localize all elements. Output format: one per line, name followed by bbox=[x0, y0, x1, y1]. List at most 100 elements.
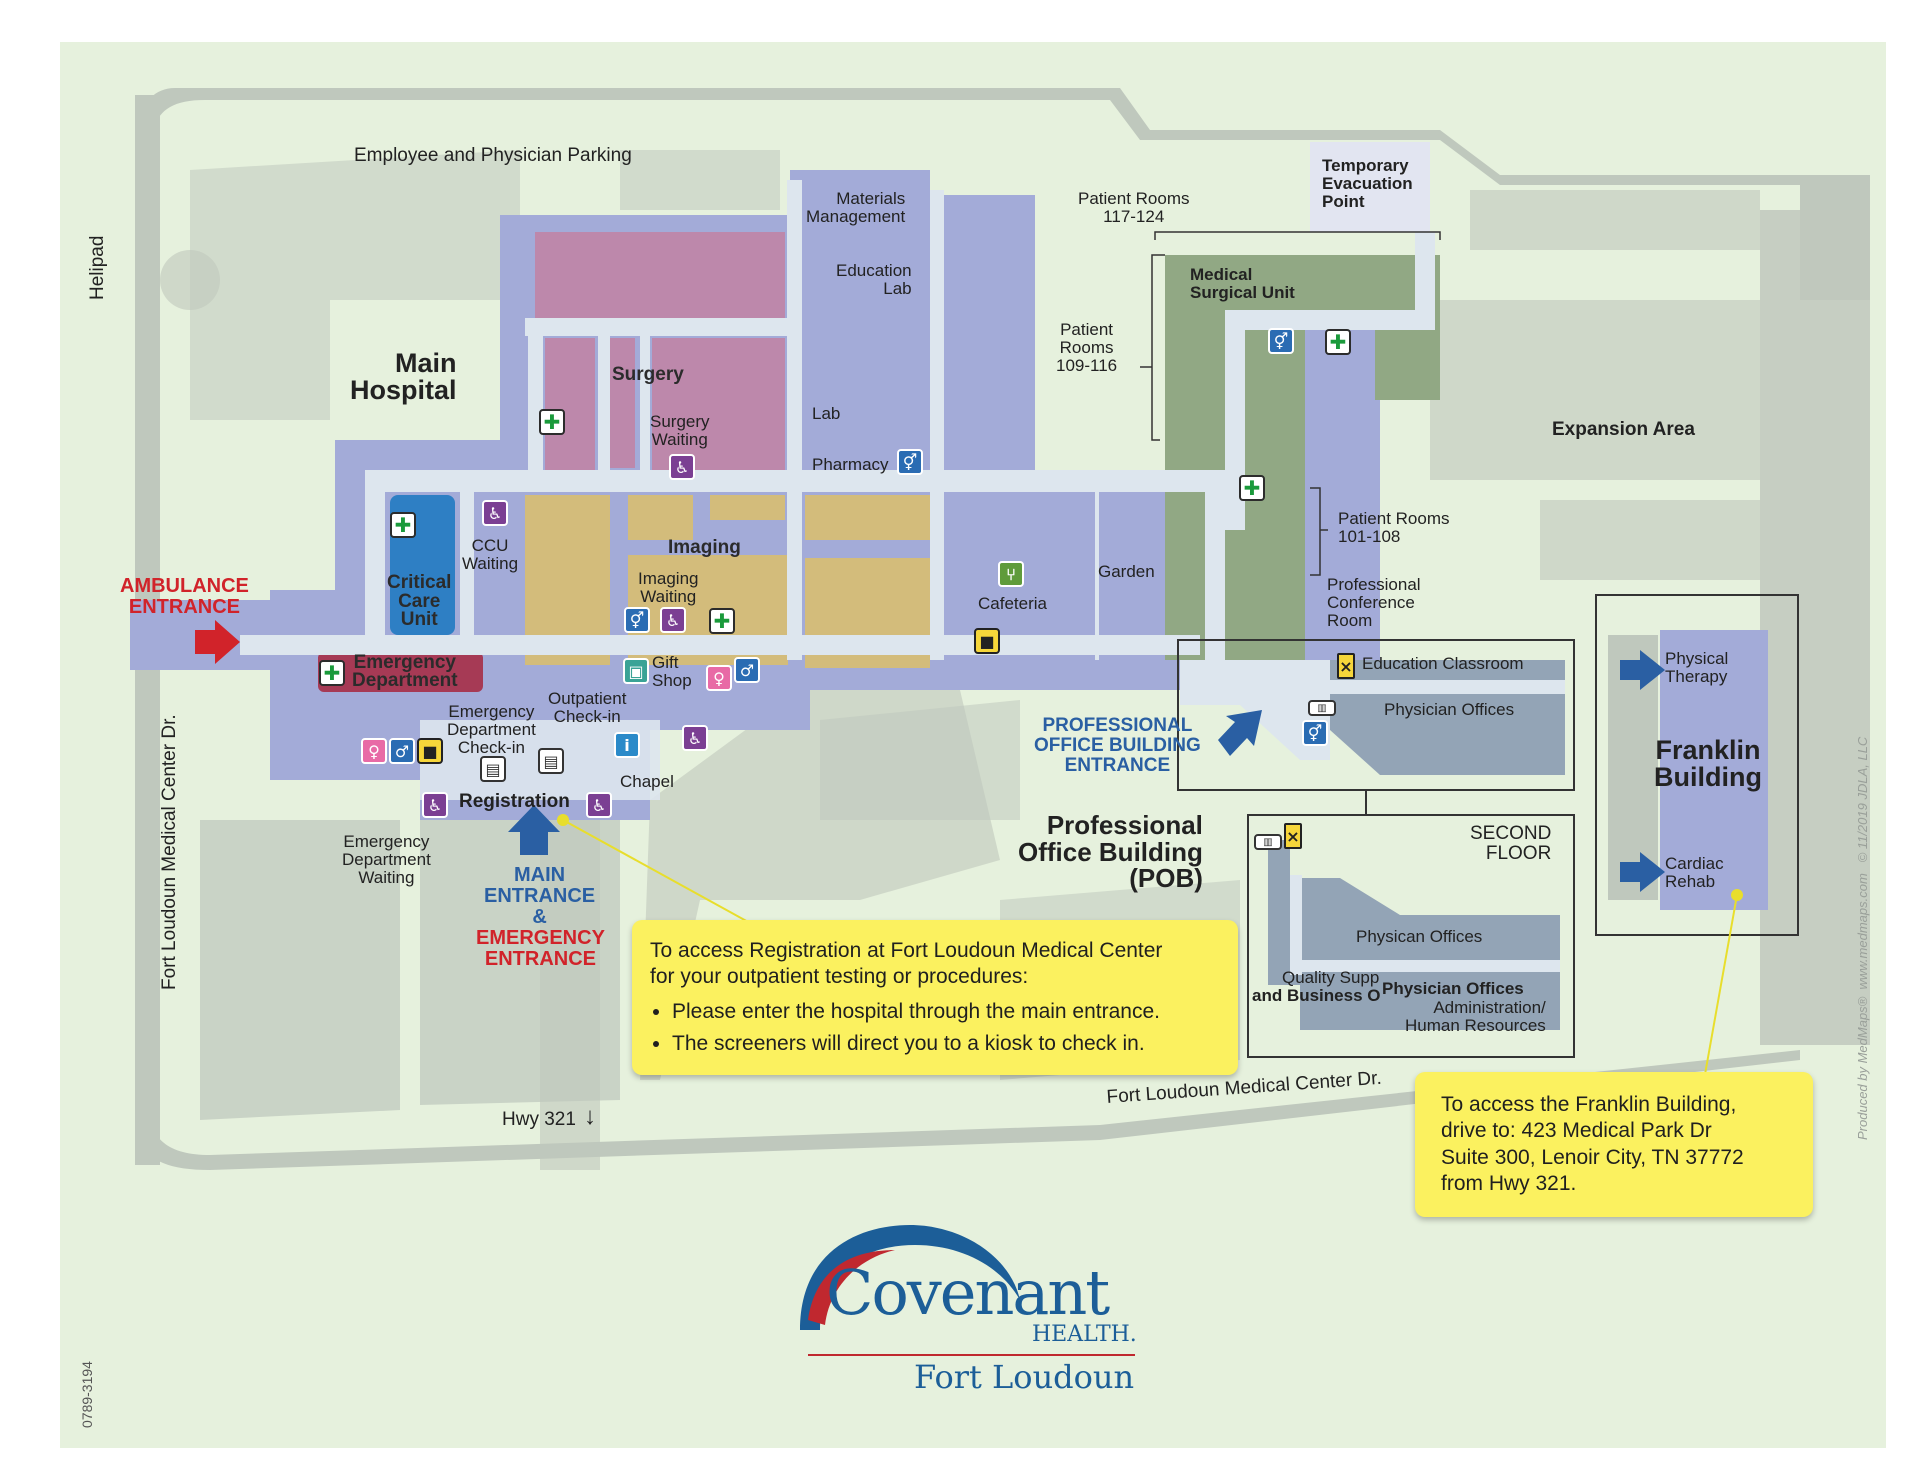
first-aid-icon: ✚ bbox=[390, 512, 416, 538]
kiosk-icon: ▤ bbox=[480, 756, 506, 782]
cafeteria-icon: ⑂ bbox=[998, 561, 1024, 587]
gift-shop-icon: ▣ bbox=[623, 658, 649, 684]
trash-icon: ■ bbox=[417, 738, 443, 764]
pob-title-label: Professional Office Building (POB) bbox=[1018, 810, 1203, 894]
logo-covenant: Covenant bbox=[826, 1256, 1110, 1329]
ambulance-entrance-label: AMBULANCE ENTRANCE bbox=[120, 575, 249, 618]
first-aid-icon: ✚ bbox=[709, 608, 735, 634]
waiting-room-icon: ♿ bbox=[422, 792, 448, 818]
physical-therapy-arrow-icon bbox=[1620, 650, 1665, 690]
quality-support-label: Quality Supp bbox=[1282, 968, 1380, 987]
registration-callout-text: To access Registration at Fort Loudoun M… bbox=[650, 939, 1163, 989]
hwy-arrow-icon: ↓ bbox=[584, 1103, 596, 1130]
waiting-room-icon: ♿ bbox=[669, 454, 695, 480]
first-aid-icon: ✚ bbox=[319, 660, 345, 686]
patient-rooms-109-label: Patient Rooms 109-116 bbox=[1056, 320, 1118, 375]
surgery-label: Surgery bbox=[612, 364, 684, 385]
restroom-icon: ⚥ bbox=[1268, 328, 1294, 354]
imaging-label: Imaging bbox=[668, 537, 741, 558]
registration-label: Registration bbox=[459, 791, 570, 812]
restroom-icon: ⚥ bbox=[897, 449, 923, 475]
stairs-icon: ▥ bbox=[1308, 700, 1336, 716]
bullet-item: The screeners will direct you to a kiosk… bbox=[672, 1031, 1220, 1057]
side-credit: Produced by MedMaps® www.medmaps.com © 1… bbox=[1855, 736, 1870, 1140]
first-aid-icon: ✚ bbox=[1239, 475, 1265, 501]
pob-entrance-arrow-icon bbox=[1218, 710, 1262, 756]
ed-checkin-label: Emergency Department Check-in bbox=[447, 702, 536, 757]
temporary-evacuation-point bbox=[1310, 142, 1430, 232]
waiting-room-icon: ♿ bbox=[586, 792, 612, 818]
materials-management-label: Materials Management bbox=[806, 189, 906, 226]
franklin-callout-text: To access the Franklin Building, drive t… bbox=[1441, 1093, 1744, 1195]
trash-icon: ■ bbox=[974, 628, 1000, 654]
first-aid-icon: ✚ bbox=[1325, 329, 1351, 355]
womens-restroom-icon: ♀ bbox=[361, 738, 387, 764]
logo-swoosh-icon bbox=[800, 1225, 1135, 1356]
restroom-icon: ⚥ bbox=[624, 607, 650, 633]
education-lab-label: Education Lab bbox=[836, 261, 912, 298]
surgery-waiting-label: Surgery Waiting bbox=[650, 412, 710, 449]
cardiac-rehab-label: Cardiac Rehab bbox=[1665, 854, 1724, 891]
mens-restroom-icon: ♂ bbox=[389, 738, 415, 764]
logo-location: Fort Loudoun bbox=[914, 1358, 1135, 1396]
elevator-icon: ⨯ bbox=[1337, 653, 1355, 679]
road-label-vertical: Fort Loudoun Medical Center Dr. bbox=[159, 714, 180, 990]
pob-entrance-label: PROFESSIONAL OFFICE BUILDING ENTRANCE bbox=[1034, 715, 1201, 776]
pob-second-floor bbox=[1247, 790, 1575, 1058]
physician-offices-bold-label: Physician Offices bbox=[1382, 979, 1524, 998]
franklin-callout: To access the Franklin Building, drive t… bbox=[1415, 1072, 1813, 1217]
emergency-area bbox=[318, 652, 483, 692]
temporary-evacuation-label: Temporary Evacuation Point bbox=[1322, 156, 1413, 211]
cafeteria-label: Cafeteria bbox=[978, 594, 1047, 613]
pob-first-floor bbox=[1177, 639, 1575, 791]
bracket-lines bbox=[1140, 231, 1441, 576]
helipad-area bbox=[160, 250, 220, 310]
education-classroom-label: Education Classroom bbox=[1362, 654, 1524, 673]
first-aid-icon: ✚ bbox=[539, 409, 565, 435]
patient-rooms-117-label: Patient Rooms 117-124 bbox=[1078, 189, 1190, 226]
admin-hr-label: Administration/ Human Resources bbox=[1405, 998, 1546, 1035]
main-hospital-label: Main Hospital bbox=[350, 348, 457, 405]
parking-label: Employee and Physician Parking bbox=[354, 145, 632, 166]
main-entrance-arrow-icon bbox=[508, 805, 560, 855]
ambulance-arrow-icon bbox=[195, 620, 240, 664]
information-icon: i bbox=[614, 732, 640, 758]
stairs-icon: ▥ bbox=[1254, 834, 1282, 850]
logo-health: HEALTH. bbox=[1032, 1322, 1137, 1347]
outpatient-checkin-label: Outpatient Check-in bbox=[548, 689, 627, 726]
restroom-icon: ⚥ bbox=[1302, 720, 1328, 746]
garden-label: Garden bbox=[1098, 562, 1155, 581]
womens-restroom-icon: ♀ bbox=[706, 665, 732, 691]
helipad-label: Helipad bbox=[87, 235, 108, 300]
main-entrance-label: MAIN ENTRANCE & bbox=[484, 864, 596, 928]
elevator-icon: ⨯ bbox=[1284, 823, 1302, 849]
physician-offices-label: Physician Offices bbox=[1384, 700, 1515, 719]
cardiac-rehab-arrow-icon bbox=[1620, 852, 1665, 892]
corridors bbox=[240, 180, 1435, 800]
physican-offices-2-label: Physican Offices bbox=[1356, 927, 1483, 946]
chapel-label: Chapel bbox=[620, 772, 674, 791]
hwy-label: Hwy 321 bbox=[502, 1109, 576, 1130]
waiting-room-icon: ♿ bbox=[660, 607, 686, 633]
franklin-building-label: Franklin Building bbox=[1654, 735, 1762, 792]
business-office-label: and Business O bbox=[1252, 986, 1381, 1005]
gift-shop-label: Gift Shop bbox=[652, 653, 692, 690]
lab-label: Lab bbox=[812, 404, 841, 423]
emergency-entrance-label: EMERGENCY ENTRANCE bbox=[476, 927, 605, 970]
entrance-arrows bbox=[195, 620, 1665, 892]
prof-conf-room-label: Professional Conference Room bbox=[1327, 575, 1421, 630]
waiting-room-icon: ♿ bbox=[682, 725, 708, 751]
second-floor-label: SECOND FLOOR bbox=[1470, 823, 1552, 864]
registration-callout-bullets: Please enter the hospital through the ma… bbox=[650, 999, 1220, 1058]
expansion-area-label: Expansion Area bbox=[1552, 419, 1695, 440]
ccu-waiting-label: CCU Waiting bbox=[462, 536, 519, 573]
registration-callout: To access Registration at Fort Loudoun M… bbox=[632, 920, 1238, 1075]
emergency-department-label: Emergency Department bbox=[352, 652, 458, 692]
imaging-waiting-label: Imaging Waiting bbox=[638, 569, 699, 606]
kiosk-icon: ▤ bbox=[538, 748, 564, 774]
bullet-item: Please enter the hospital through the ma… bbox=[672, 999, 1220, 1025]
critical-care-label: Critical Care Unit bbox=[387, 572, 452, 631]
ed-waiting-label: Emergency Department Waiting bbox=[342, 832, 431, 887]
pharmacy-label: Pharmacy bbox=[812, 455, 889, 474]
physical-therapy-label: Physical Therapy bbox=[1665, 649, 1729, 686]
